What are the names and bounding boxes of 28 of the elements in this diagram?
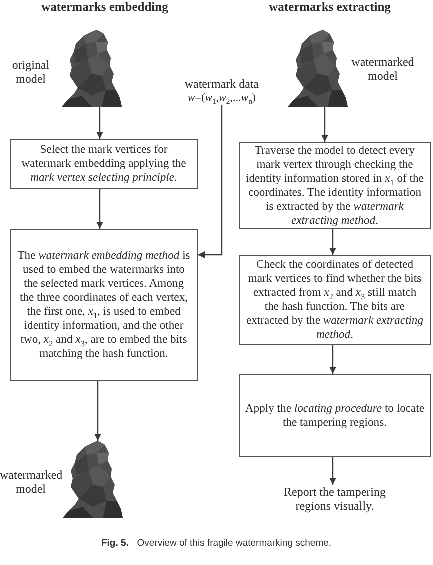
bust-model-drawing <box>288 30 348 107</box>
model-label: watermarked model <box>350 55 416 83</box>
arrow <box>330 457 336 485</box>
arrow <box>198 105 223 258</box>
process-box <box>10 139 198 189</box>
node-text: watermark data <box>184 77 260 91</box>
arrow <box>330 229 336 255</box>
step-text: Traverse the model to detect every mark vertex through checking the identity information stored in x$_{1}$ of the coordinates. The identity information is extracted by the watermark extracting method. <box>245 144 425 228</box>
process-box <box>10 229 198 381</box>
arrow <box>322 107 328 142</box>
step-text: Apply the locating procedure to locate the tampering regions. <box>245 402 425 430</box>
column-heading: watermarks embedding <box>40 0 170 14</box>
end-text: Report the tampering regions visually. <box>283 485 387 513</box>
bust-model-drawing <box>62 30 122 107</box>
bust-model-drawing <box>63 441 123 518</box>
column-heading: watermarks extracting <box>268 0 392 14</box>
arrow <box>330 345 336 374</box>
arrow <box>96 107 104 139</box>
process-box <box>239 374 431 457</box>
model-label: original model <box>11 58 51 86</box>
step-text: The watermark embedding method is used to embed the watermarks into the selected mark vertices. Among the three coordinates of each vertex, the first one, x$_{1}$, is used to embed identity information, and the other two, x$_{2}$ and x$_{3}$, are to embed the bits matching the hash function. <box>16 249 192 361</box>
model-label: watermarked model <box>0 468 62 496</box>
step-text: Check the coordinates of detected mark vertices to find whether the bits extracted from x$_{2}$ and x$_{3}$ still match the hash function. The bits are extracted by the watermark extracting method. <box>245 258 425 342</box>
arrow <box>96 189 104 229</box>
arrow <box>94 381 102 441</box>
formula-text: w=(w$_{1}$,w$_{2}$,...w$_{n}$) <box>186 91 258 105</box>
step-text: Select the mark vertices for watermark embedding applying the mark vertex selecting principle. <box>20 143 188 185</box>
figure-caption: Fig. 5. Overview of this fragile watermarking scheme. <box>101 538 332 549</box>
